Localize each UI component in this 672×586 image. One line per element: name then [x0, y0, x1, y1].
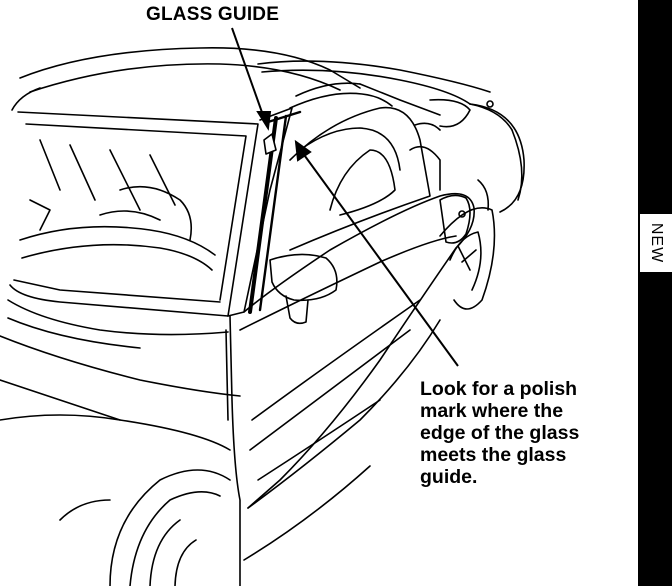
door-handle — [439, 194, 471, 244]
front-fender — [229, 315, 241, 586]
note-arrowhead — [294, 139, 312, 162]
glass-top-edge — [289, 92, 393, 109]
note-line: Look for a polish — [420, 378, 578, 400]
glass-guide-leader — [231, 27, 265, 119]
glass-guide-arrowhead — [256, 111, 272, 131]
door-glass — [289, 106, 431, 251]
side-tab — [638, 0, 672, 586]
roof-outline — [19, 47, 361, 89]
front-wheel — [109, 469, 231, 586]
polish-mark-note: Look for a polish mark where the edge of… — [420, 378, 630, 488]
rear-roof — [257, 60, 491, 93]
side-tab-window — [640, 212, 672, 274]
hood-edge — [0, 335, 241, 397]
note-leader — [301, 151, 459, 367]
glass-guide-label: GLASS GUIDE — [146, 4, 280, 25]
note-line: mark where the — [420, 400, 564, 422]
side-mirror — [269, 253, 338, 302]
windshield-frame — [9, 111, 259, 317]
rear-quarter-panel — [469, 103, 525, 213]
a-pillar — [227, 107, 293, 317]
note-line: meets the glass — [420, 444, 567, 466]
new-tab-label: NEW — [648, 222, 665, 264]
note-line: guide. — [420, 466, 478, 488]
note-line: edge of the glass — [420, 422, 580, 444]
dashboard-lines — [19, 225, 216, 256]
rear-wheel — [439, 207, 496, 310]
roof-inner-line — [29, 63, 341, 93]
lower-trim — [247, 319, 441, 509]
door-panel — [243, 192, 475, 509]
